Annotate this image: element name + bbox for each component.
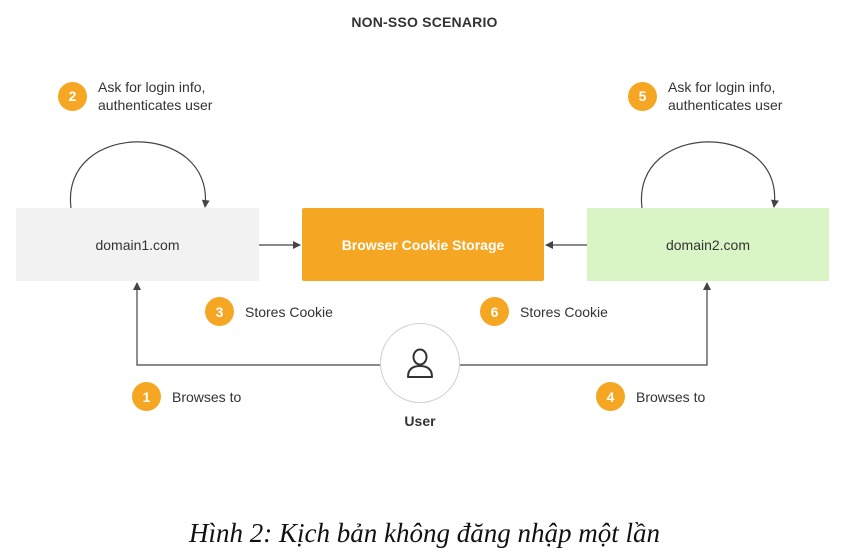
figure-caption: Hình 2: Kịch bản không đăng nhập một lần	[189, 518, 660, 548]
user-label: User	[404, 413, 436, 429]
domain1-label: domain1.com	[95, 236, 180, 253]
step-4: 4 Browses to	[596, 382, 705, 411]
user-node	[380, 323, 460, 403]
step-2-badge: 2	[58, 81, 87, 111]
step-1: 1 Browses to	[132, 382, 241, 411]
arrow-user-to-domain1	[133, 282, 380, 366]
loop-arrow-domain2	[640, 141, 779, 209]
step-1-text: Browses to	[172, 388, 242, 405]
step-1-badge: 1	[132, 382, 161, 411]
step-6-badge: 6	[480, 297, 509, 326]
domain2-label: domain2.com	[665, 236, 751, 253]
step-5-badge: 5	[628, 81, 657, 111]
domain2-node: domain2.com	[587, 208, 829, 281]
diagram-title: NON-SSO SCENARIO	[351, 14, 498, 30]
step-6-text: Stores Cookie	[520, 303, 608, 320]
step-3-badge: 3	[205, 297, 234, 326]
step-2-text: Ask for login info, authenticates user	[98, 79, 213, 113]
loop-arrow-domain1	[69, 141, 210, 209]
browser-cookie-storage-node: Browser Cookie Storage	[302, 208, 544, 281]
step-3-text: Stores Cookie	[245, 303, 333, 320]
user-icon	[407, 348, 433, 378]
storage-label: Browser Cookie Storage	[341, 236, 505, 253]
step-2: 2 Ask for login info, authenticates user	[58, 78, 212, 114]
step-6: 6 Stores Cookie	[480, 297, 608, 326]
domain1-node: domain1.com	[16, 208, 259, 281]
arrow-user-to-domain2	[460, 282, 711, 366]
step-4-text: Browses to	[636, 388, 706, 405]
step-3: 3 Stores Cookie	[205, 297, 333, 326]
step-4-badge: 4	[596, 382, 625, 411]
step-5: 5 Ask for login info, authenticates user	[628, 78, 782, 114]
step-5-text: Ask for login info, authenticates user	[668, 79, 783, 113]
